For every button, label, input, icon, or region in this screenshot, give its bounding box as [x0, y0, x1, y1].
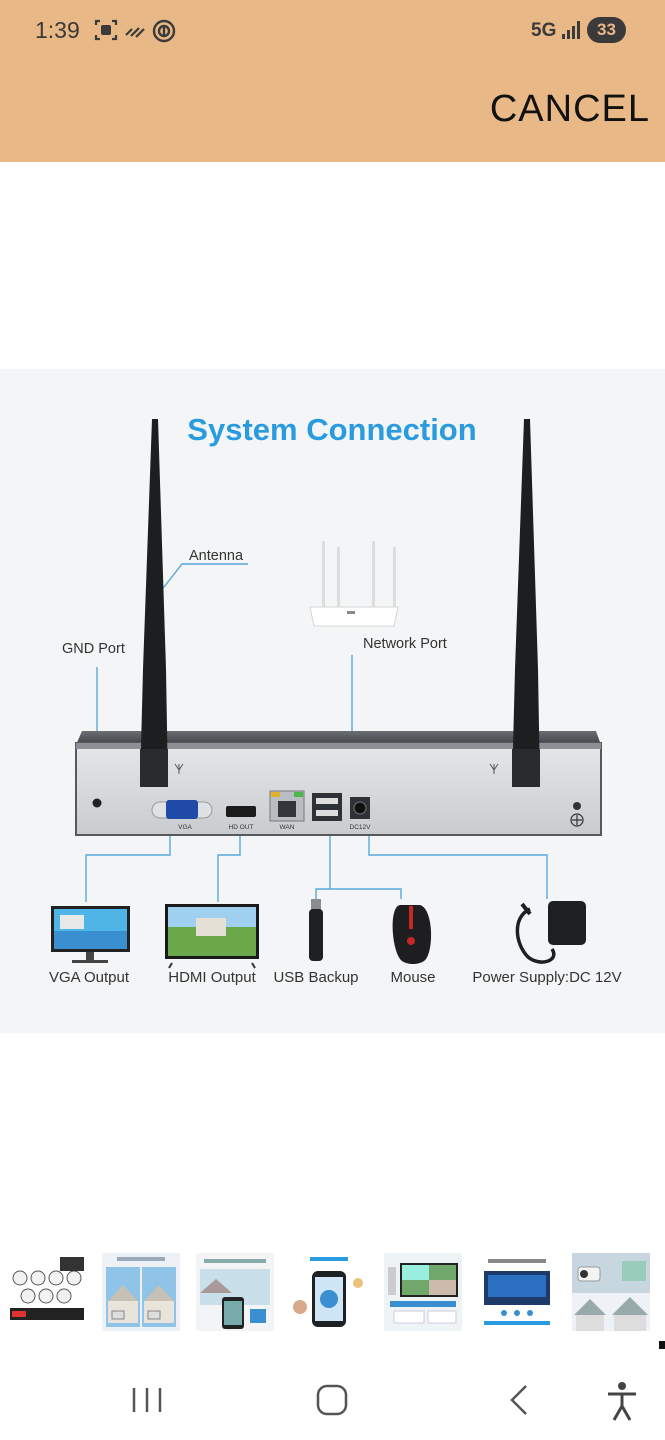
- power-adapter-icon: [515, 901, 586, 964]
- header-bar: 1:39 5G 33 CANCEL: [0, 0, 665, 162]
- product-image[interactable]: System Connection: [0, 369, 665, 1033]
- recent-apps-icon: [132, 1388, 162, 1412]
- signal-bars-icon: [561, 20, 583, 45]
- screenshot-icon: [94, 18, 118, 47]
- system-connection-illustration: System Connection: [49, 412, 622, 986]
- mouse-icon: [392, 905, 432, 964]
- thumbnail-nvr-kit[interactable]: [8, 1253, 86, 1331]
- system-navigation-bar: [0, 1360, 665, 1440]
- back-button[interactable]: [488, 1378, 548, 1422]
- thumbnail-strip: [0, 1253, 665, 1333]
- device-label-power: Power Supply:DC 12V: [472, 969, 621, 986]
- thumbnail-houses[interactable]: [102, 1253, 180, 1331]
- accessibility-icon: [608, 1382, 636, 1421]
- thumbnail-monitor[interactable]: [384, 1253, 462, 1331]
- accessibility-button[interactable]: [592, 1378, 652, 1422]
- thumbnail-remote-view[interactable]: [196, 1253, 274, 1331]
- home-icon: [316, 1384, 348, 1416]
- hdmi-tv-icon: [165, 904, 259, 969]
- thumbnail-camera-houses[interactable]: [572, 1253, 650, 1331]
- thumbnail-playback[interactable]: [478, 1253, 556, 1331]
- port-label-dc: DC12V: [350, 824, 372, 831]
- label-network-port: Network Port: [363, 636, 447, 652]
- router-icon: [309, 541, 399, 627]
- signal-app-icon: [151, 18, 177, 49]
- port-label-hdout: HD OUT: [229, 824, 254, 831]
- cancel-button[interactable]: CANCEL: [489, 88, 650, 130]
- vga-monitor-icon: [51, 906, 130, 963]
- home-button[interactable]: [302, 1378, 362, 1422]
- thumbnail-phone-app[interactable]: [290, 1253, 368, 1331]
- recent-apps-button[interactable]: [117, 1378, 177, 1422]
- antenna-left: [140, 419, 168, 787]
- status-bar: 1:39 5G 33: [0, 0, 665, 62]
- label-antenna: Antenna: [189, 548, 244, 564]
- device-label-usb: USB Backup: [273, 969, 358, 986]
- network-type: 5G: [531, 20, 557, 41]
- label-gnd-port: GND Port: [62, 641, 125, 657]
- status-time: 1:39: [35, 17, 80, 43]
- usb-drive-icon: [309, 899, 323, 961]
- port-label-wan: WAN: [280, 824, 295, 831]
- wifi-calling-icon: [123, 18, 147, 47]
- battery-indicator: 33: [587, 17, 626, 43]
- scroll-indicator: [659, 1341, 665, 1349]
- port-label-vga: VGA: [178, 824, 192, 831]
- device-label-hdmi: HDMI Output: [168, 969, 256, 986]
- diagram-title: System Connection: [187, 412, 476, 447]
- device-label-vga: VGA Output: [49, 969, 130, 986]
- antenna-right: [512, 419, 540, 787]
- back-icon: [510, 1385, 527, 1415]
- device-label-mouse: Mouse: [390, 969, 435, 986]
